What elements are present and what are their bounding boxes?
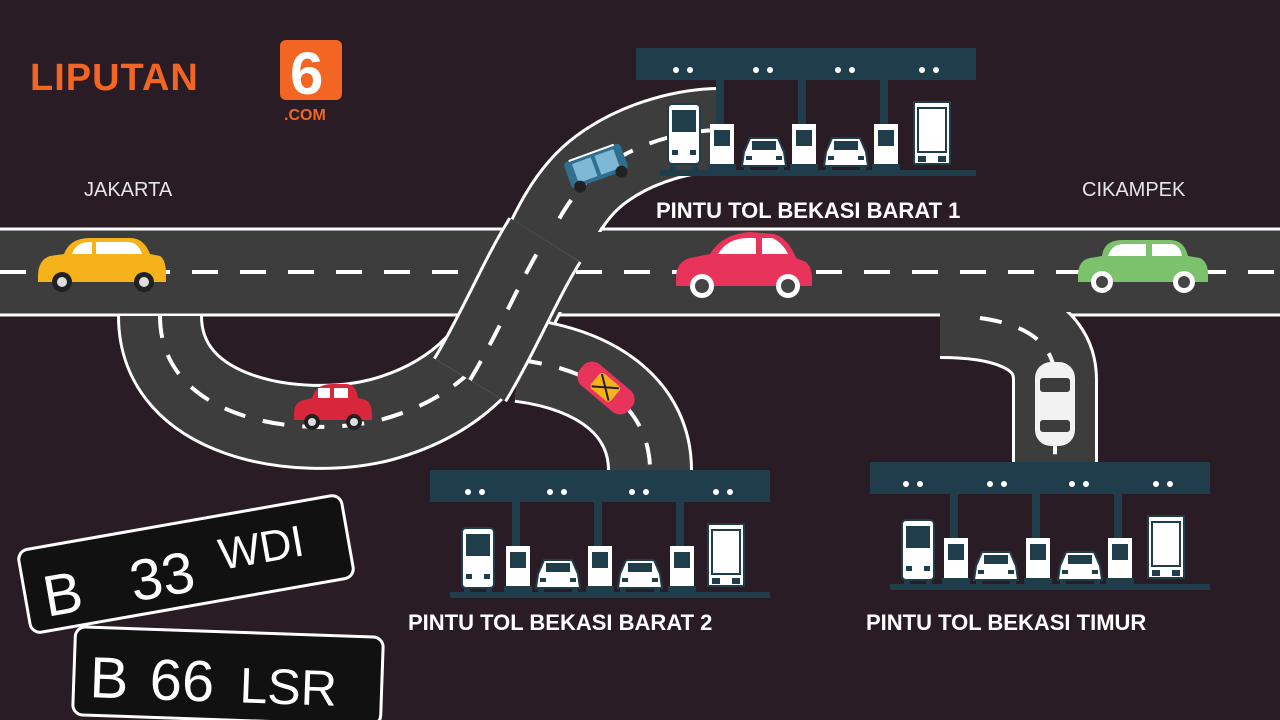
toll-booth-icon [872,124,900,172]
toll-canopy [430,470,770,502]
toll-gate-barat-2: PINTU TOL BEKASI BARAT 2 [408,470,770,635]
logo-domain: .COM [284,107,326,124]
car-icon [1057,551,1103,587]
gate-label-barat-2: PINTU TOL BEKASI BARAT 2 [408,610,712,635]
license-plate-1: B 33 WDI [17,494,355,634]
car-icon [823,137,869,173]
car-icon [577,361,635,415]
gate-label-barat-1: PINTU TOL BEKASI BARAT 1 [656,198,960,223]
car-icon [1035,362,1075,446]
toll-booth-icon [1106,538,1134,586]
car-icon [676,232,812,298]
toll-booth-icon [1024,538,1052,586]
car-icon [1078,240,1208,293]
bus-icon [901,519,935,587]
car-icon [38,238,166,292]
bus-icon [667,103,701,171]
truck-icon [707,523,745,587]
toll-booth-icon [586,546,614,594]
plate-suffix: LSR [239,657,338,716]
car-icon [973,551,1019,587]
toll-booth-icon [708,124,736,172]
gate-label-timur: PINTU TOL BEKASI TIMUR [866,610,1146,635]
toll-canopy [636,48,976,80]
toll-booth-icon [790,124,818,172]
truck-icon [1147,515,1185,579]
toll-booth-icon [942,538,970,586]
license-plate-2: B 66 LSR [71,625,385,720]
plate-number: 66 [149,647,216,714]
car-icon [294,384,372,430]
jeep-icon [564,143,628,193]
car-icon [535,559,581,595]
plate-number: 33 [125,539,200,614]
city-label-cikampek: CIKAMPEK [1082,179,1186,201]
logo-wordmark: LIPUTAN [30,57,199,99]
bus-icon [461,527,495,595]
toll-booth-icon [668,546,696,594]
liputan6-logo: LIPUTAN 6 .COM [30,40,342,124]
logo-number: 6 [290,40,323,107]
toll-gate-barat-1: PINTU TOL BEKASI BARAT 1 [636,48,976,223]
toll-canopy [870,462,1210,494]
city-label-jakarta: JAKARTA [84,179,173,201]
car-icon [741,137,787,173]
truck-icon [913,101,951,165]
car-icon [617,559,663,595]
plate-prefix: B [89,645,130,711]
toll-booth-icon [504,546,532,594]
toll-gate-timur: PINTU TOL BEKASI TIMUR [866,462,1210,635]
